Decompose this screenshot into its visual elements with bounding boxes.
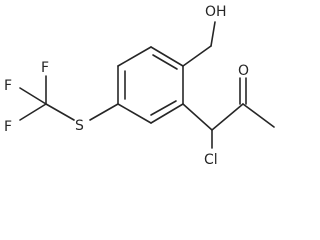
chlorine-label: Cl xyxy=(204,152,218,168)
ketone-oxygen-label: O xyxy=(238,63,249,79)
ring-bond-3 xyxy=(150,103,184,124)
structure-diagram: OH O Cl S F F F xyxy=(4,4,275,168)
fluorine-bottom-label: F xyxy=(4,119,12,135)
trifluoromethylthio-group: S F F F xyxy=(4,60,119,135)
sulfur-label: S xyxy=(75,118,84,134)
bond-chcl-to-carbonyl xyxy=(211,103,244,131)
ring-bond-6 xyxy=(117,46,152,67)
hydroxyl-label: OH xyxy=(205,4,227,20)
fluorine-top-left-label: F xyxy=(4,78,12,94)
chloropropanone-chain: O Cl xyxy=(182,63,275,168)
bond-s-to-cf3 xyxy=(45,103,75,121)
ring-bond-4 xyxy=(117,103,152,124)
molecule-drawing: OH O Cl S F F F xyxy=(4,4,275,168)
bond-c-to-f-top-left xyxy=(19,87,47,105)
hydroxymethyl-group: OH xyxy=(182,4,227,67)
bond-ring-to-ch2 xyxy=(182,45,212,67)
bond-ch2-to-oh xyxy=(210,21,216,47)
bond-ring-to-chcl xyxy=(182,103,213,131)
fluorine-top-right-label: F xyxy=(41,60,49,76)
benzene-ring xyxy=(117,46,184,124)
ring-bond-1 xyxy=(150,46,184,67)
ring-double-bond-bottom xyxy=(150,100,177,116)
bond-ring-to-s xyxy=(89,103,119,121)
bond-carbonyl-to-methyl xyxy=(242,103,275,128)
ring-double-bond-top xyxy=(152,54,178,70)
bond-c-to-f-bottom xyxy=(19,103,47,121)
